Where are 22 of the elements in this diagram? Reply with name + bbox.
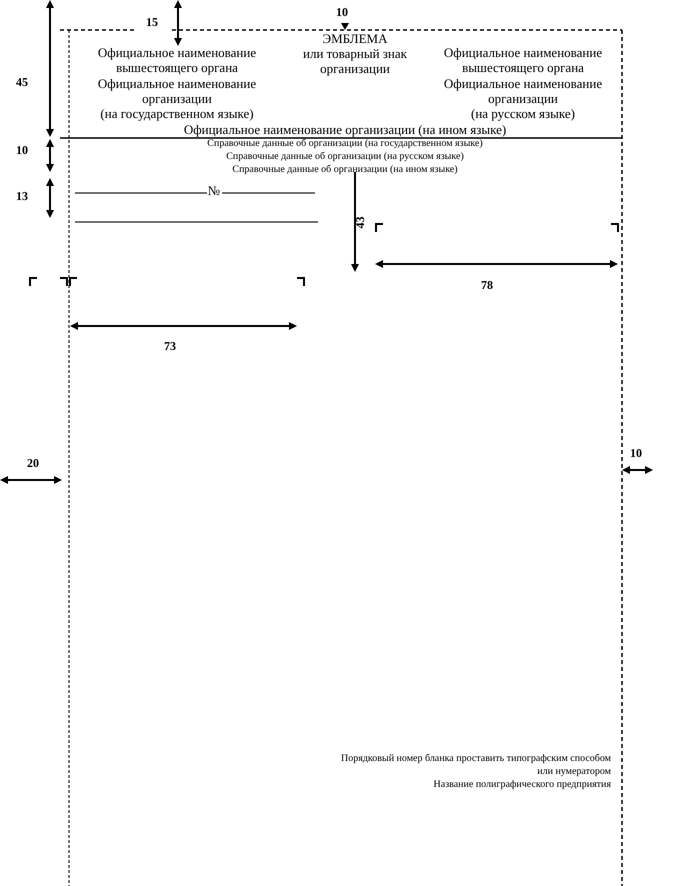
heading-text: Официальное наименование организации (на государственном языке) [98,76,256,121]
heading-text: Официальное наименование организации (на русском языке) [444,76,602,121]
dimension-value: 45 [16,75,28,90]
dimension-value: 15 [146,15,158,30]
dimension-value: 78 [481,278,493,293]
reference-text: Справочные данные об организации (на ином языке) [232,163,458,176]
heading-text: Официальное наименование вышестоящего органа [444,45,602,75]
dimension-value: 43 [352,216,368,230]
dimension-value: 73 [164,340,176,353]
heading-text: Официальное наименование вышестоящего органа [98,45,256,75]
dimension-value: 10 [630,446,642,461]
footnote-text: Порядковый номер бланка проставить типографским способом или нумератором [341,752,611,778]
dimension-value: 20 [27,456,39,471]
number-sign: № [208,183,220,198]
heading-text: ЭМБЛЕМА или товарный знак организации [303,31,407,76]
reference-text: Справочные данные об организации (на государственном языке) [207,137,483,150]
dimension-value: 10 [16,143,28,158]
heading-text: Официальное наименование организации (на ином языке) [184,122,506,137]
reference-text: Справочные данные об организации (на русском языке) [226,150,464,163]
dimension-value: 10 [336,5,348,20]
dimension-value: 13 [16,189,28,204]
footnote-text: Название полиграфического предприятия [434,778,611,791]
